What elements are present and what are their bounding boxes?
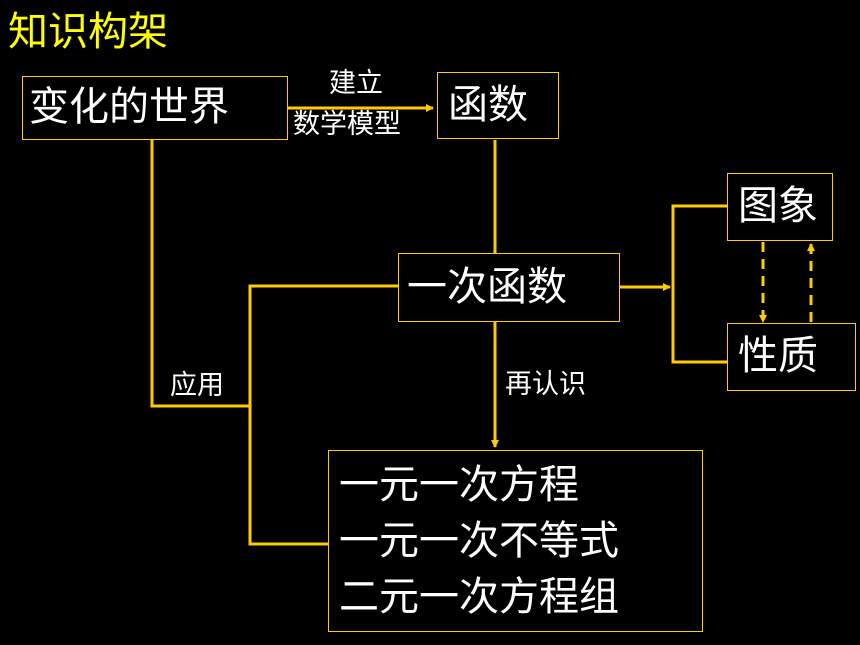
edge-label-build-1: 建立 [329,68,383,99]
node-function: 函数 [437,72,559,139]
edge-label-recognize: 再认识 [505,369,586,400]
page-title: 知识构架 [8,9,168,55]
node-function-label: 函数 [448,82,528,128]
node-linear-function: 一次函数 [398,253,620,322]
edge-label-apply: 应用 [170,370,224,401]
node-equations: 一元一次方程 一元一次不等式 二元一次方程组 [328,450,703,632]
line-world-to-apply [150,140,250,408]
node-equations-line-1: 一元一次方程 [339,462,579,508]
node-property-label: 性质 [738,333,818,379]
line-bracket [671,204,727,364]
node-graph-label: 图象 [738,183,818,229]
node-equations-line-3: 二元一次方程组 [339,574,619,620]
node-equations-line-2: 一元一次不等式 [339,518,619,564]
node-linear-function-label: 一次函数 [407,264,567,310]
node-changing-world-label: 变化的世界 [29,84,229,130]
node-graph: 图象 [727,173,833,241]
node-property: 性质 [727,323,856,391]
line-apply-bracket [248,284,398,546]
node-changing-world: 变化的世界 [22,76,288,140]
edge-label-build-2: 数学模型 [293,109,401,140]
